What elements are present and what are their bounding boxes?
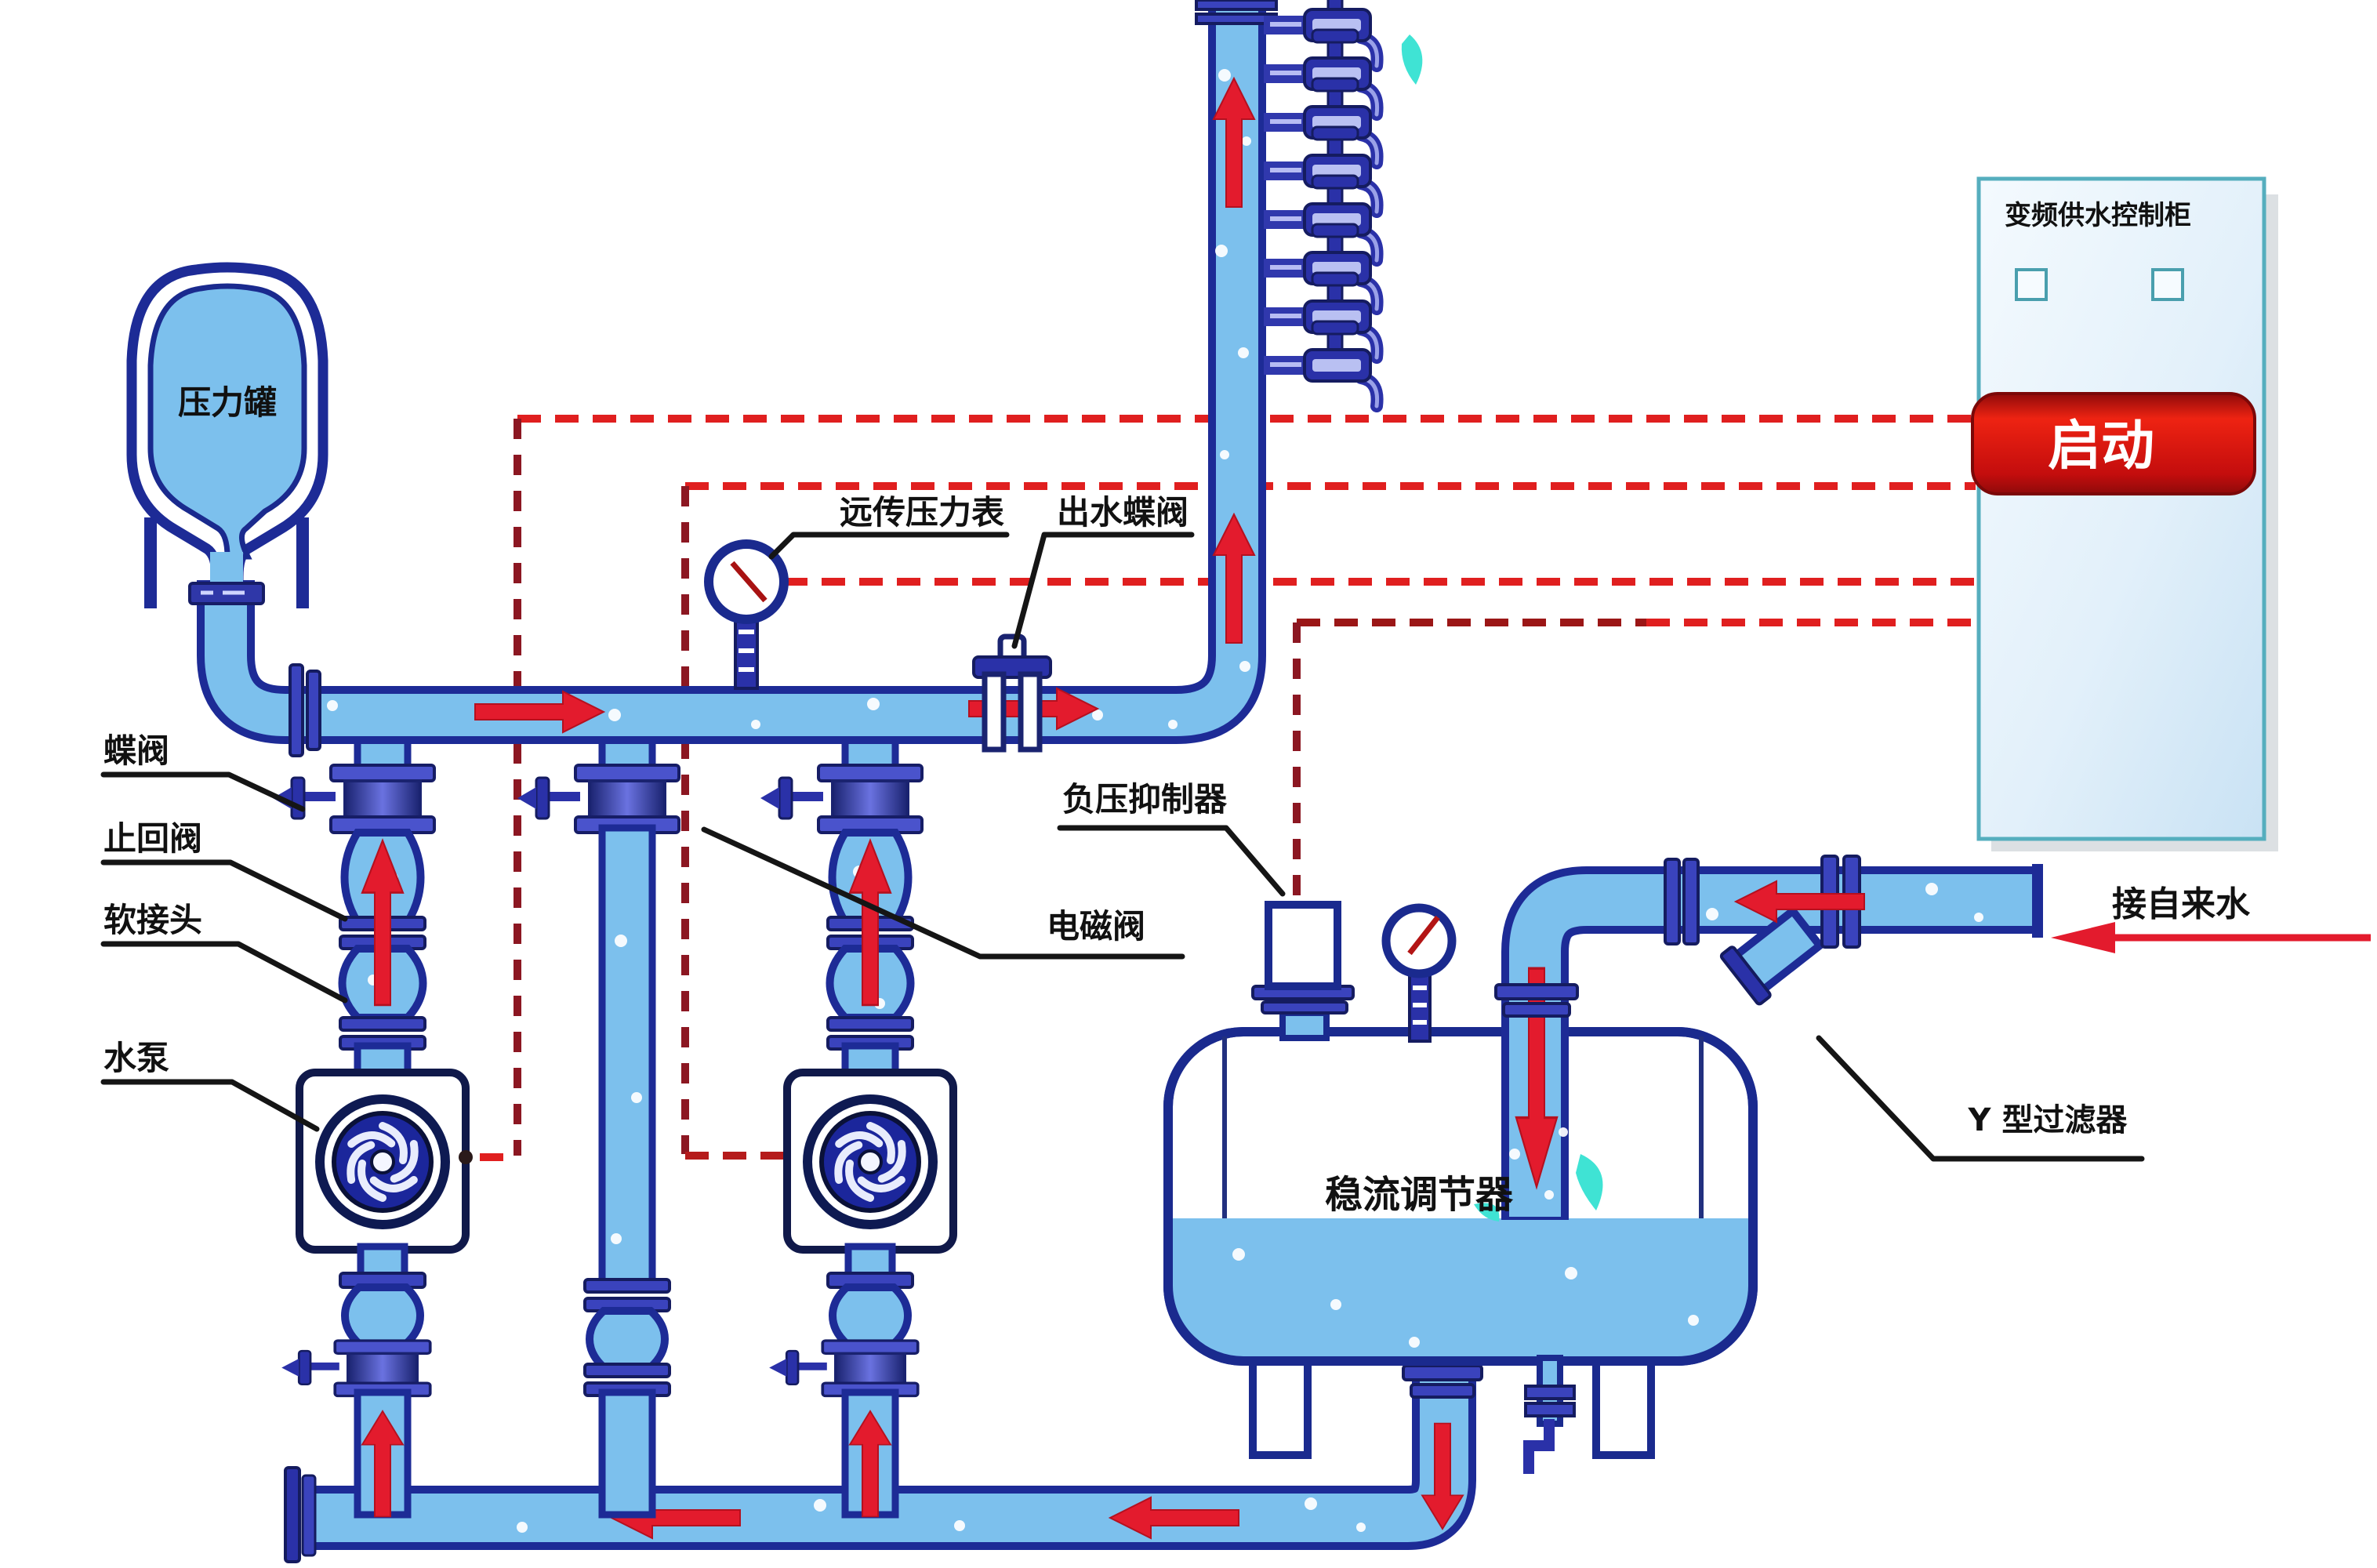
drain-flange [1402, 1364, 1483, 1381]
water-pump-2[interactable] [787, 1073, 953, 1250]
check-valve-label: 止回阀 [103, 819, 202, 858]
flow-regulator-label: 稳流调节器 [1325, 1173, 1514, 1217]
signal-lines [480, 415, 1976, 1161]
bypass-branch [516, 733, 680, 1519]
pressure-tank: 压力罐 [126, 262, 328, 608]
water-pump-label: 水泵 [103, 1039, 169, 1077]
riser-top-flange [1195, 0, 1278, 11]
drop-pipe-flange [1494, 983, 1579, 1000]
inlet-line [1474, 855, 2043, 1221]
faucet-bank [1264, 0, 1423, 406]
indicator-light-2[interactable] [2151, 268, 2184, 301]
start-button-label: 启动 [2048, 416, 2154, 477]
remote-gauge-label: 远传压力表 [840, 493, 1004, 532]
outlet-butterfly-valve[interactable] [972, 633, 1052, 753]
soft-joint-bypass [590, 1311, 665, 1367]
tank-drain-valve[interactable] [1523, 1355, 1576, 1474]
signal-endpoint-dot [459, 1150, 473, 1164]
splash [1576, 1154, 1603, 1210]
leader-lines [100, 532, 2145, 1162]
pump-branch-1 [271, 733, 466, 1519]
tap-water-arrow [2051, 922, 2371, 953]
solenoid-valve-label: 电磁阀 [1047, 907, 1145, 946]
start-button[interactable]: 启动 [1971, 392, 2256, 495]
pipe-open-end [2032, 864, 2043, 938]
butterfly-valve-label: 蝶阀 [103, 731, 169, 770]
water-droplet [1401, 34, 1423, 85]
drain-flange-ring [1410, 1383, 1475, 1399]
tank-water [1168, 1218, 1753, 1361]
flow-regulator-tank [1163, 1027, 1758, 1474]
main-pipe-flange-ring [306, 670, 321, 751]
indicator-light-1[interactable] [2015, 268, 2048, 301]
pressure-tank-label: 压力罐 [178, 383, 277, 422]
main-pipe-flange [289, 663, 304, 757]
vacuum-suppressor [1251, 901, 1355, 1041]
tank-leg [296, 517, 309, 608]
splash [1474, 1203, 1500, 1221]
vacuum-suppressor-label: 负压抑制器 [1062, 780, 1228, 818]
inlet-flange-ring [1682, 858, 1700, 946]
remote-pressure-gauge [704, 539, 789, 690]
cabinet-title: 变频供水控制柜 [2005, 200, 2191, 231]
soft-joint-2-lower [833, 1287, 908, 1344]
main-delivery-pipe [197, 0, 1278, 757]
soft-joint-1-lower [345, 1287, 420, 1344]
tank-pressure-gauge [1381, 903, 1457, 1043]
y-filter [1719, 905, 1826, 1006]
water-pump-1[interactable] [299, 1073, 466, 1250]
blind-flange-ring [301, 1474, 317, 1557]
blind-flange [284, 1466, 301, 1563]
tank-leg [144, 517, 157, 608]
soft-joint-label: 软接头 [103, 901, 202, 939]
y-filter-label: Y 型过滤器 [1968, 1102, 2128, 1138]
outlet-valve-label: 出水蝶阀 [1057, 493, 1188, 532]
control-cabinet: 变频供水控制柜 启动 [1971, 176, 2278, 851]
drop-pipe-flange-ring [1502, 1002, 1571, 1018]
tap-water-label: 接自来水 [2112, 884, 2251, 924]
inlet-flange [1664, 858, 1681, 946]
